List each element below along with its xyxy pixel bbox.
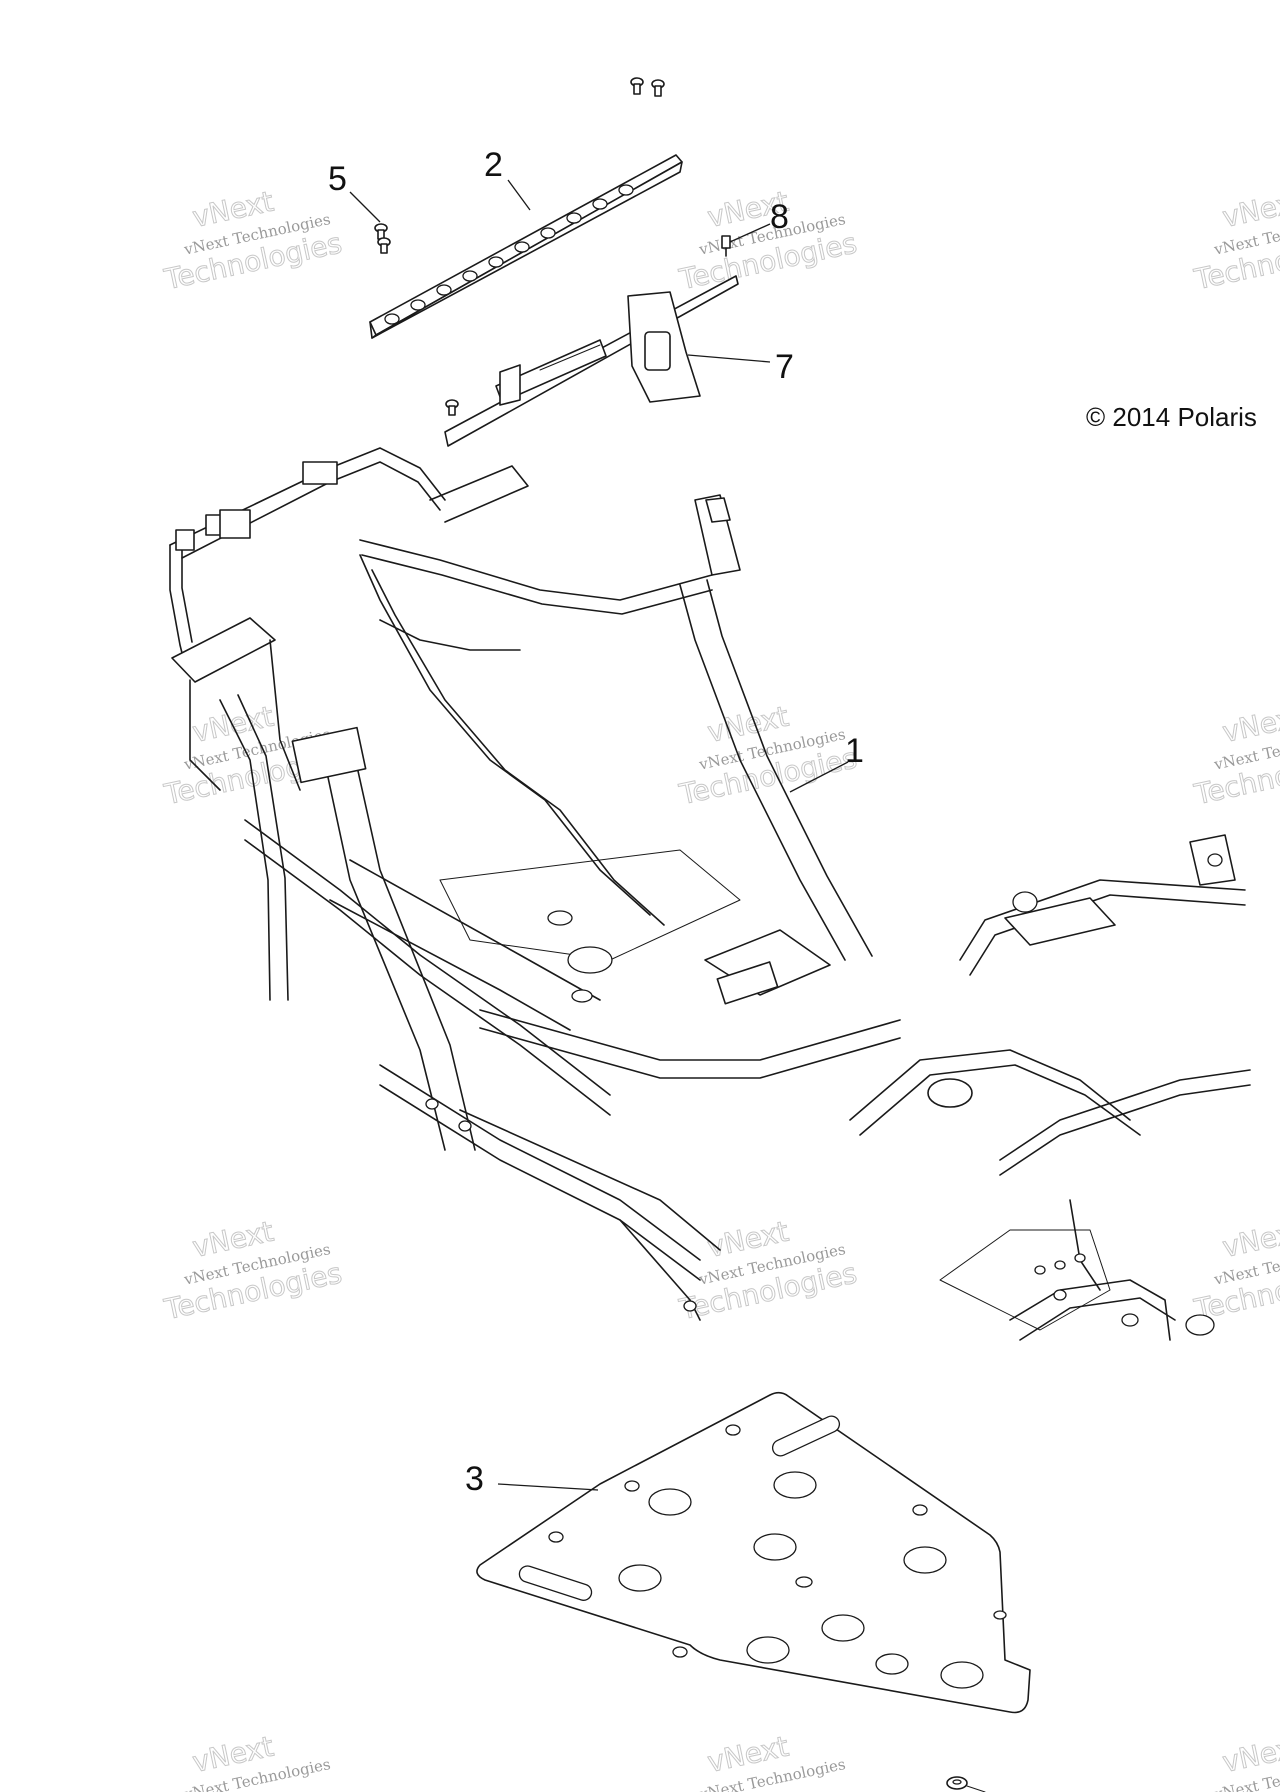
watermark-text-top: vNext bbox=[1220, 700, 1280, 749]
watermark-text-top: vNext bbox=[1220, 1730, 1280, 1779]
part-1-chassis-frame bbox=[169, 447, 1251, 1341]
watermark: vNext vNext Technologies bbox=[182, 1729, 332, 1792]
callout-7: 7 bbox=[775, 348, 794, 386]
watermark-text-top: vNext bbox=[1220, 185, 1280, 234]
top-screws bbox=[630, 77, 665, 97]
bottom-nut bbox=[946, 1776, 986, 1792]
watermark: vNext vNext Technologies Technologies bbox=[160, 1214, 345, 1327]
watermark: vNext vNext Technologies Technologies bbox=[160, 184, 345, 297]
watermark: vNext vNext Technologies bbox=[1212, 1729, 1280, 1792]
callout-8: 8 bbox=[770, 198, 789, 236]
callout-leaders bbox=[349, 179, 849, 1491]
callout-1: 1 bbox=[845, 732, 864, 770]
part-2-rail bbox=[369, 154, 683, 339]
callout-3: 3 bbox=[465, 1460, 484, 1498]
copyright-text: © 2014 Polaris bbox=[1086, 402, 1257, 432]
watermark-text-top: vNext bbox=[1220, 1215, 1280, 1264]
watermark: vNext vNext Technologies Technologies bbox=[1190, 184, 1280, 297]
callout-2: 2 bbox=[484, 146, 503, 184]
part-5-bolts bbox=[374, 223, 391, 254]
watermark: vNext vNext Technologies Technologies bbox=[675, 184, 860, 297]
watermark: vNext vNext Technologies bbox=[697, 1729, 847, 1792]
part-7-bracket bbox=[444, 275, 739, 447]
watermark: vNext vNext Technologies Technologies bbox=[1190, 699, 1280, 812]
callout-5: 5 bbox=[328, 160, 347, 198]
watermark: vNext vNext Technologies Technologies bbox=[1190, 1214, 1280, 1327]
watermark: vNext vNext Technologies Technologies bbox=[675, 699, 860, 812]
part-3-skid-plate bbox=[476, 1391, 1031, 1714]
